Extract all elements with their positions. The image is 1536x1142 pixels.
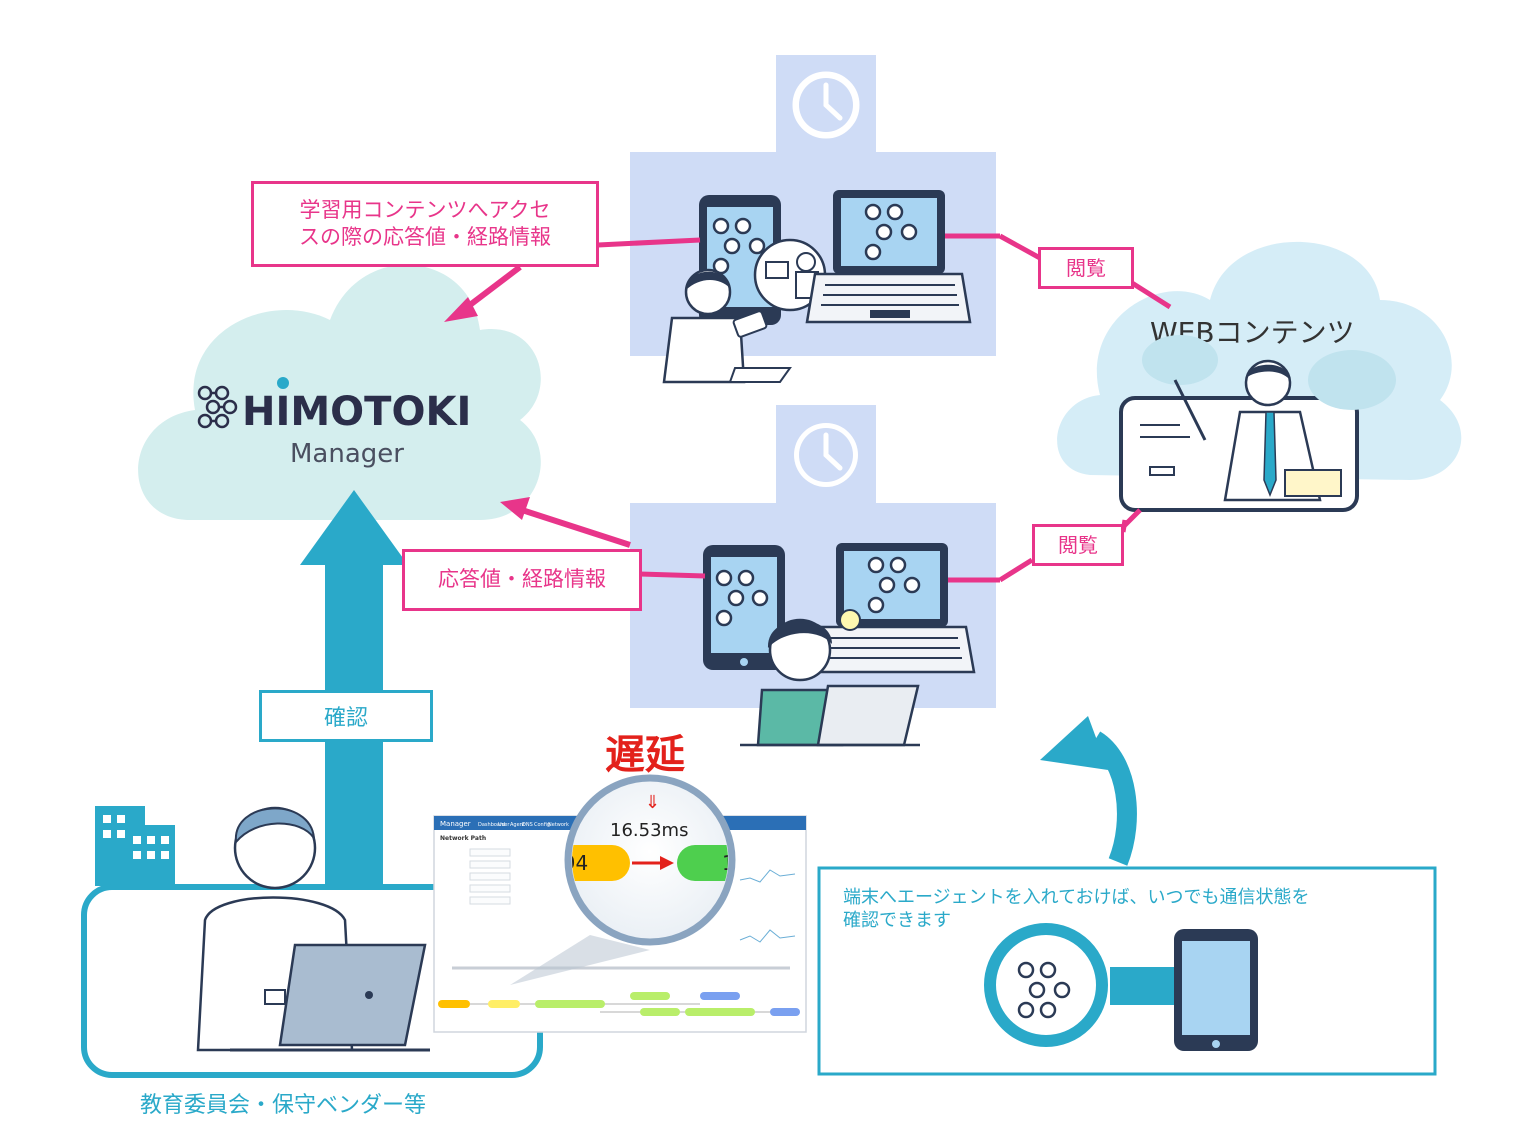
- tablet-icon: [1174, 929, 1258, 1051]
- svg-text:Agent: Agent: [510, 822, 525, 828]
- view-bottom-text: 閲覧: [1058, 533, 1098, 557]
- himotoki-logo-icon: [197, 385, 238, 429]
- student-bottom: [740, 609, 920, 747]
- tablet-icon: [703, 545, 785, 670]
- laptop-icon: [808, 543, 976, 674]
- brand-product: Manager: [290, 439, 404, 469]
- screenshot-app: Manager: [440, 820, 471, 828]
- building-icon: [95, 806, 175, 887]
- web-teacher-screen: [1119, 335, 1396, 512]
- teal-curved-arrow: [1040, 716, 1137, 866]
- agent-info-text: 端末へエージェントを入れておけば、いつでも通信状態を 確認できます: [843, 887, 1310, 932]
- clock-icon: [794, 423, 858, 487]
- magnifier-icon: [510, 774, 736, 985]
- pink-arrow-bottom: [500, 497, 631, 548]
- svg-text:Network: Network: [548, 822, 569, 828]
- latency-value: 16.53ms: [610, 820, 688, 841]
- svg-text:Config: Config: [534, 822, 550, 828]
- agent-network-icon: [984, 923, 1108, 1047]
- access-info-box: 学習用コンテンツへアクセ スの際の応答値・経路情報: [251, 181, 599, 267]
- delay-title: 遅延: [605, 732, 685, 778]
- response-info-text: 応答値・経路情報: [438, 567, 606, 592]
- delay-arrow: ⇓: [645, 792, 660, 813]
- access-info-text: 学習用コンテンツへアクセ スの際の応答値・経路情報: [299, 197, 551, 249]
- pink-arrow-top: [444, 264, 522, 322]
- view-top-box: 閲覧: [1038, 247, 1134, 289]
- confirm-text: 確認: [323, 706, 368, 731]
- org-label: 教育委員会・保守ベンダー等: [140, 1093, 427, 1118]
- svg-text:DNS: DNS: [522, 822, 533, 828]
- node-left-value: 594: [550, 851, 588, 875]
- clock-icon: [792, 71, 860, 139]
- brand-name: HIMOTOKI: [242, 389, 471, 435]
- node-right-value: 172: [722, 851, 760, 875]
- view-top-text: 閲覧: [1066, 256, 1106, 280]
- himotoki-cloud: [138, 264, 541, 520]
- student-top: [662, 268, 792, 384]
- path-nodes: 594 172: [550, 845, 760, 881]
- confirm-box: 確認: [259, 690, 433, 742]
- laptop-icon: [805, 190, 972, 324]
- svg-text:Dashboard: Dashboard: [478, 822, 505, 828]
- screenshot-title: Network Path: [440, 835, 486, 842]
- view-bottom-box: 閲覧: [1032, 524, 1124, 566]
- response-info-box: 応答値・経路情報: [402, 549, 642, 611]
- screenshot-nav: Dashboard User Agent DNS Config Network: [478, 822, 569, 828]
- svg-text:User: User: [498, 822, 510, 828]
- office-worker: [196, 806, 430, 1052]
